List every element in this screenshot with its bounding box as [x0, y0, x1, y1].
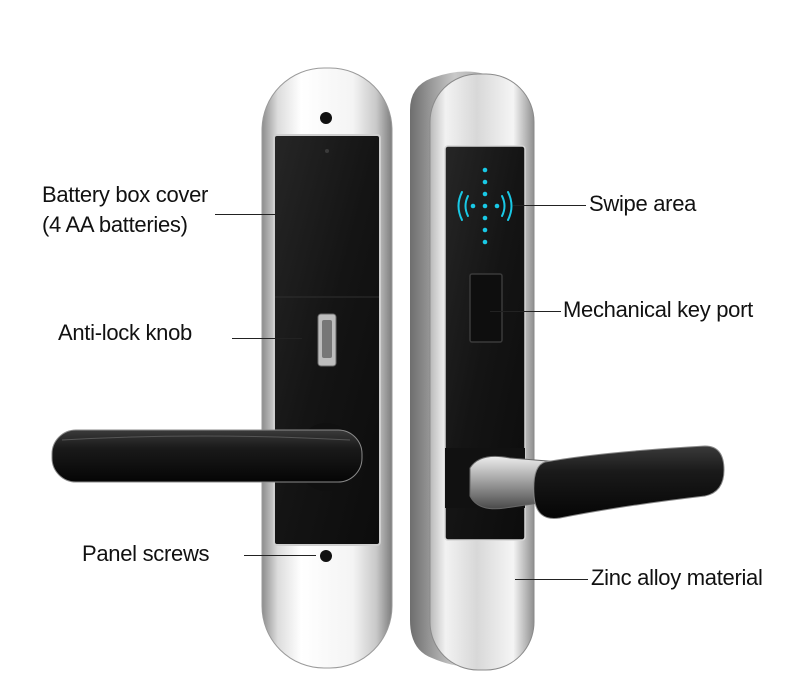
swipe-area-label: Swipe area — [589, 191, 697, 216]
back-lever-handle — [51, 429, 363, 483]
back-panel — [261, 67, 393, 669]
battery-box-cover-line1: Battery box cover — [42, 182, 209, 207]
battery-box-cover-line2: (4 AA batteries) — [42, 212, 188, 237]
key-port-leader — [490, 311, 561, 312]
battery-cover-leader — [215, 214, 277, 215]
swipe-area-leader — [513, 205, 586, 206]
panel-screws-leader — [244, 555, 316, 556]
front-panel — [410, 71, 535, 671]
zinc-alloy-leader — [515, 579, 588, 580]
battery-box-cover-label: Battery box cover (4 AA batteries) — [42, 180, 208, 240]
anti-lock-knob-label: Anti-lock knob — [58, 320, 192, 345]
panel-screws-label: Panel screws — [82, 541, 210, 566]
anti-lock-knob-leader — [232, 338, 302, 339]
front-lever-handle — [469, 445, 725, 520]
zinc-alloy-material-label: Zinc alloy material — [591, 565, 763, 590]
mechanical-key-port-label: Mechanical key port — [563, 297, 753, 322]
rfid-wave-icon — [457, 167, 513, 245]
